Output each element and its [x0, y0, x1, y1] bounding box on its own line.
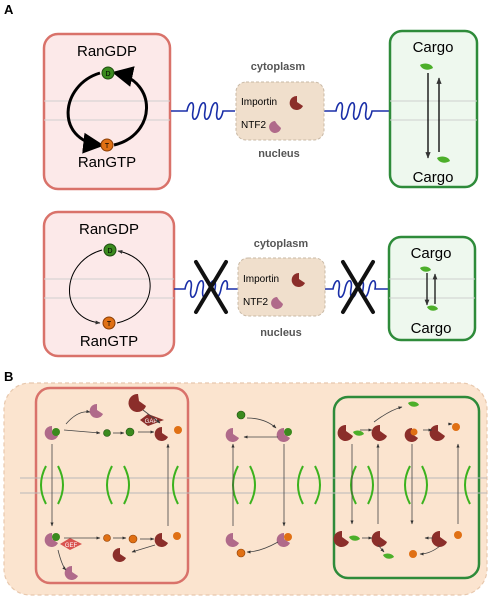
mid-cargo-bottom-label: Cargo	[411, 320, 452, 337]
mid-ran-cycle-box: RanGDP RanGTP D T	[42, 210, 176, 358]
top-cytoplasm-label: cytoplasm	[251, 61, 306, 73]
gef-label: GEF	[65, 543, 78, 549]
top-cargo-bottom-label: Cargo	[413, 169, 454, 186]
top-nucleus-label: nucleus	[258, 148, 300, 160]
panel-b-ntf2-cycle	[225, 410, 292, 558]
panel-a-label: A	[4, 2, 14, 17]
panel-b-cargo-box	[332, 395, 481, 580]
top-gtp-node-icon	[100, 138, 114, 152]
top-importin-label: Importin	[241, 97, 277, 108]
mid-cargo-leaf-bottom-icon	[427, 305, 438, 311]
top-importin-icon	[289, 95, 303, 110]
panel-b-label: B	[4, 369, 13, 384]
mid-cargo-leaf-top-icon	[420, 266, 431, 272]
gap-label: GAP	[145, 419, 158, 425]
mid-gtp-node-letter: T	[107, 321, 112, 328]
top-ran-cycle-box: RanGDP RanGTP D T	[42, 32, 172, 191]
top-cargo-top-label: Cargo	[413, 39, 454, 56]
top-ntf2-icon	[269, 121, 281, 133]
top-rangdp-label: RanGDP	[77, 43, 137, 60]
mid-rangtp-label: RanGTP	[80, 333, 138, 350]
top-cargo-box: Cargo Cargo	[388, 29, 479, 189]
mid-cycle-arc-right	[116, 249, 151, 324]
mid-ntf2-label: NTF2	[243, 297, 268, 308]
mid-ntf2-icon	[271, 297, 283, 309]
top-cargo-leaf-bottom-icon	[437, 156, 450, 163]
top-gdp-node-icon	[101, 66, 115, 80]
top-center-box: cytoplasm Importin NTF2 nucleus	[235, 61, 325, 160]
top-cycle-arc-right	[111, 66, 148, 147]
top-spring-left	[171, 101, 235, 121]
mid-rangdp-label: RanGDP	[79, 221, 139, 238]
mid-center-box: cytoplasm Importin NTF2 nucleus	[237, 238, 326, 339]
mid-importin-label: Importin	[243, 274, 279, 285]
mid-cargo-box: Cargo Cargo	[387, 235, 477, 342]
panel-b-ran-box	[34, 386, 190, 585]
top-gtp-node-letter: T	[105, 143, 110, 150]
mid-gdp-node-letter: D	[107, 248, 112, 255]
top-gdp-node-letter: D	[105, 71, 110, 78]
mid-importin-icon	[291, 272, 305, 287]
nuclear-envelope-pores	[40, 465, 471, 505]
mid-gdp-node-icon	[103, 243, 117, 257]
mid-gtp-node-icon	[102, 316, 116, 330]
top-cargo-leaf-top-icon	[420, 63, 433, 70]
top-rangtp-label: RanGTP	[78, 154, 136, 171]
mid-cycle-arc-left	[69, 249, 103, 325]
panel-b-ran-box-contents: GAP GEF	[44, 393, 182, 580]
top-ntf2-label: NTF2	[241, 120, 266, 131]
top-cycle-arc-left	[66, 71, 105, 154]
top-spring-right	[324, 101, 390, 121]
panel-b-cargo-box-contents	[333, 401, 462, 559]
mid-cargo-top-label: Cargo	[411, 245, 452, 262]
mid-spring-right-cross-icon	[341, 260, 375, 314]
mid-cytoplasm-label: cytoplasm	[254, 238, 309, 250]
mid-nucleus-label: nucleus	[260, 327, 302, 339]
mid-spring-left-cross-icon	[194, 260, 228, 314]
